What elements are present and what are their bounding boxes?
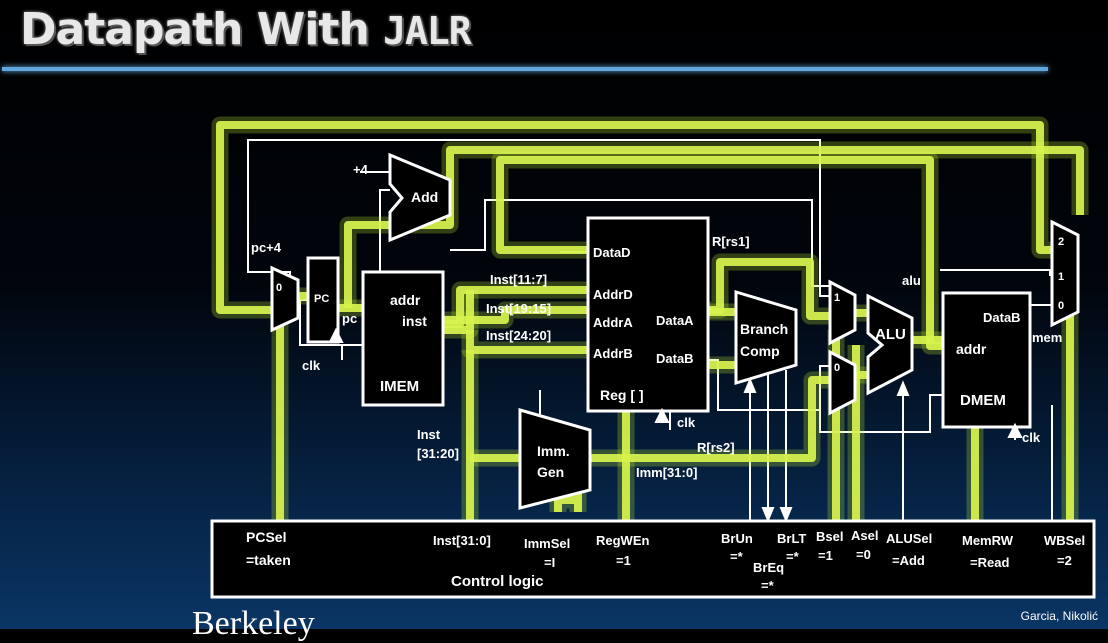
pc-clock-edge-icon — [328, 327, 344, 343]
dmem-datab-label: DataB — [983, 310, 1021, 325]
pc-register — [306, 256, 340, 344]
bsel-name: Bsel — [816, 529, 843, 544]
mem-out-label: mem — [1032, 330, 1062, 345]
memrw-name: MemRW — [962, 533, 1014, 548]
inst-11-7-label: Inst[11:7] — [490, 272, 547, 287]
slide-title: Datapath With JALR — [20, 4, 472, 55]
title-underline — [2, 67, 1048, 71]
author-credit: Garcia, Nikolić — [1020, 609, 1098, 623]
title-text: Datapath With — [20, 4, 384, 55]
wbsel-value: =2 — [1057, 553, 1072, 568]
bsel-mux — [828, 349, 857, 416]
breq-arrow-icon — [761, 507, 775, 523]
alu-block — [866, 293, 914, 396]
imm-gen-line2: Gen — [537, 464, 564, 480]
datapath-diagram: Add +4 PC addr inst IMEM DataD AddrD Add… — [210, 116, 1096, 599]
reg-datad-label: DataD — [593, 245, 631, 260]
imem-label: IMEM — [380, 378, 419, 395]
brlt-name: BrLT — [777, 531, 806, 546]
dmem-block — [941, 291, 1032, 429]
inst-31-20-label-line2: [31:20] — [417, 446, 459, 461]
wbsel-mux — [1050, 219, 1080, 328]
dmem-addr-label: addr — [956, 341, 987, 357]
bsel-input-0: 0 — [834, 362, 840, 374]
wbsel-input-0: 0 — [1058, 300, 1064, 312]
pc-out-label: pc — [342, 311, 357, 326]
wbsel-name: WBSel — [1044, 533, 1085, 548]
imem-addr-label: addr — [390, 292, 421, 308]
reg-file-label: Reg [ ] — [600, 387, 644, 403]
pc-clk-label: clk — [302, 358, 321, 373]
inst-19-15-label: Inst[19:15] — [486, 301, 551, 316]
bsel-value: =1 — [818, 548, 833, 563]
reg-datab-label: DataB — [656, 351, 694, 366]
active-path — [216, 121, 1084, 520]
imm-gen-block — [518, 408, 592, 510]
branch-comp-line2: Comp — [740, 343, 780, 359]
imm-gen-line1: Imm. — [537, 443, 570, 459]
wbsel-input-1: 1 — [1058, 271, 1064, 283]
alusel-arrow-icon — [896, 380, 910, 396]
title-code: JALR — [383, 9, 472, 53]
asel-value: =0 — [856, 547, 871, 562]
footer-partial-text: Berkeley — [192, 605, 315, 642]
reg-addrb-label: AddrB — [593, 346, 633, 361]
alusel-value: =Add — [892, 553, 925, 568]
register-file-block — [586, 216, 710, 413]
pc-adder — [388, 152, 452, 243]
imem-block — [361, 270, 445, 407]
pc4-label: pc+4 — [251, 240, 282, 255]
brlt-arrow-icon — [779, 507, 793, 523]
adder-label: Add — [411, 189, 438, 205]
pcsel-value: =taken — [246, 552, 291, 568]
breq-name: BrEq — [753, 560, 784, 575]
regwen-value: =1 — [616, 553, 631, 568]
inst-31-20-label-line1: Inst — [417, 427, 441, 442]
imm-31-0-label: Imm[31:0] — [636, 465, 697, 480]
pc-register-label: PC — [314, 293, 329, 305]
dmem-label: DMEM — [960, 392, 1006, 409]
reg-addrd-label: AddrD — [593, 287, 633, 302]
control-logic-box — [210, 519, 1096, 599]
brun-value: =* — [730, 549, 744, 564]
imem-inst-label: inst — [402, 313, 427, 329]
memrw-value: =Read — [970, 555, 1009, 570]
asel-mux — [828, 279, 857, 346]
reg-clock-edge-icon — [654, 407, 670, 423]
breq-value: =* — [761, 578, 775, 593]
alu-label: ALU — [875, 326, 906, 343]
brlt-value: =* — [786, 549, 800, 564]
dmem-clk-label: clk — [1022, 430, 1041, 445]
immsel-value: =I — [544, 555, 555, 570]
alu-out-label: alu — [902, 273, 921, 288]
r-rs1-label: R[rs1] — [712, 234, 750, 249]
dmem-clock-edge-icon — [1007, 422, 1023, 438]
pcsel-mux — [270, 265, 300, 333]
inst-24-20-label: Inst[24:20] — [486, 328, 551, 343]
asel-input-1: 1 — [834, 292, 840, 304]
alusel-name: ALUSel — [886, 531, 932, 546]
plus4-label: +4 — [353, 162, 369, 177]
branch-comp-line1: Branch — [740, 321, 788, 337]
reg-dataa-label: DataA — [656, 313, 694, 328]
wbsel-input-2: 2 — [1058, 236, 1064, 248]
control-inst-label: Inst[31:0] — [433, 533, 491, 548]
brun-arrow-icon — [743, 377, 757, 393]
r-rs2-label: R[rs2] — [697, 440, 735, 455]
pcsel-input-0: 0 — [276, 282, 282, 294]
control-logic-title: Control logic — [451, 573, 544, 590]
branch-comp-block — [734, 289, 798, 386]
brun-name: BrUn — [721, 531, 753, 546]
regwen-name: RegWEn — [596, 533, 650, 548]
asel-name: Asel — [851, 528, 878, 543]
pcsel-name: PCSel — [246, 529, 286, 545]
reg-clk-label: clk — [677, 415, 696, 430]
immsel-name: ImmSel — [524, 536, 570, 551]
reg-addra-label: AddrA — [593, 315, 633, 330]
